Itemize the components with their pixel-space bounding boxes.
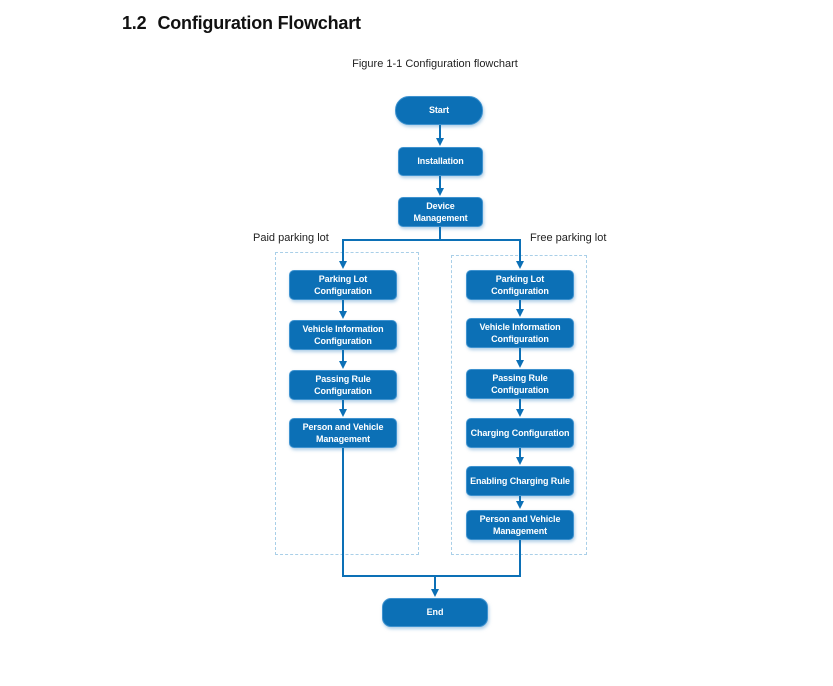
connector-paid-exit xyxy=(342,448,344,577)
connector-split-to-paid xyxy=(342,239,344,262)
node-free-person-and-vehicle-management: Person and Vehicle Management xyxy=(466,510,574,540)
connector-free-exit xyxy=(519,540,521,577)
section-heading: 1.2 Configuration Flowchart xyxy=(122,13,361,34)
connector-split-horizontal xyxy=(342,239,521,241)
connector-installation-to-device xyxy=(439,176,441,189)
arrowhead-paid-parking-lot-configuration xyxy=(339,261,347,269)
connector-device-to-split xyxy=(439,227,441,241)
arrowhead-paid-vehicle-information xyxy=(339,311,347,319)
node-free-parking-lot-configuration: Parking Lot Configuration xyxy=(466,270,574,300)
connector-paid-1-2 xyxy=(342,300,344,312)
paid-group-box xyxy=(275,252,419,555)
node-device-management: Device Management xyxy=(398,197,483,227)
node-end: End xyxy=(382,598,488,627)
connector-free-2-3 xyxy=(519,348,521,361)
connector-free-4-5 xyxy=(519,448,521,457)
section-title: Configuration Flowchart xyxy=(157,13,361,33)
arrowhead-device-management xyxy=(436,188,444,196)
arrowhead-paid-passing-rule xyxy=(339,361,347,369)
connector-join-horizontal xyxy=(342,575,521,577)
node-free-vehicle-information-configuration: Vehicle Information Configuration xyxy=(466,318,574,348)
node-free-enabling-charging-rule: Enabling Charging Rule xyxy=(466,466,574,496)
node-paid-parking-lot-configuration: Parking Lot Configuration xyxy=(289,270,397,300)
arrowhead-paid-person-vehicle xyxy=(339,409,347,417)
free-branch-label: Free parking lot xyxy=(530,232,607,244)
node-free-charging-configuration: Charging Configuration xyxy=(466,418,574,448)
node-paid-passing-rule-configuration: Passing Rule Configuration xyxy=(289,370,397,400)
node-start: Start xyxy=(395,96,483,125)
node-installation: Installation xyxy=(398,147,483,176)
connector-paid-3-4 xyxy=(342,400,344,410)
section-number: 1.2 xyxy=(122,13,147,33)
arrowhead-free-parking-lot-configuration xyxy=(516,261,524,269)
connector-free-1-2 xyxy=(519,300,521,310)
arrowhead-end xyxy=(431,589,439,597)
arrowhead-free-passing-rule xyxy=(516,360,524,368)
node-paid-person-and-vehicle-management: Person and Vehicle Management xyxy=(289,418,397,448)
paid-branch-label: Paid parking lot xyxy=(253,232,329,244)
arrowhead-free-person-vehicle xyxy=(516,501,524,509)
arrowhead-free-vehicle-information xyxy=(516,309,524,317)
connector-free-5-6 xyxy=(519,496,521,502)
connector-start-to-installation xyxy=(439,125,441,139)
connector-paid-2-3 xyxy=(342,350,344,362)
arrowhead-installation xyxy=(436,138,444,146)
connector-free-3-4 xyxy=(519,399,521,410)
connector-join-to-end xyxy=(434,575,436,590)
connector-split-to-free xyxy=(519,239,521,262)
node-free-passing-rule-configuration: Passing Rule Configuration xyxy=(466,369,574,399)
arrowhead-free-charging-configuration xyxy=(516,409,524,417)
arrowhead-free-enabling-charging-rule xyxy=(516,457,524,465)
figure-caption: Figure 1-1 Configuration flowchart xyxy=(352,58,518,70)
node-paid-vehicle-information-configuration: Vehicle Information Configuration xyxy=(289,320,397,350)
